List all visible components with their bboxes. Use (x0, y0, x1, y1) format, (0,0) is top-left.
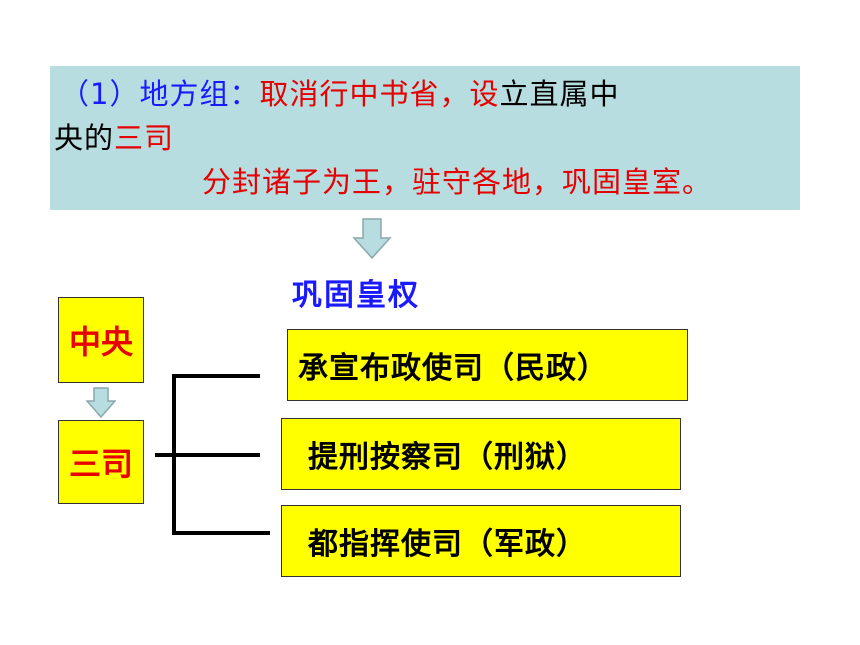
policy-line-2: 央的三司 (54, 116, 800, 160)
policy-red-text-2: 三司 (114, 121, 175, 155)
policy-black-text-1: 立直属中 (499, 77, 620, 111)
heading-consolidate-power: 巩固皇权 (292, 278, 420, 313)
office-box-justice: 提刑按察司（刑狱） (281, 418, 681, 490)
policy-line-3: 分封诸子为王，驻守各地，巩固皇室。 (202, 165, 713, 199)
policy-prefix: （1）地方组： (60, 77, 260, 111)
central-box: 中央 (58, 297, 144, 383)
policy-red-text-1: 取消行中书省，设 (259, 77, 500, 111)
office-box-military: 都指挥使司（军政） (281, 505, 681, 577)
policy-textbox: （1）地方组：取消行中书省，设立直属中 央的三司 分封诸子为王，驻守各地，巩固皇… (50, 66, 800, 210)
policy-line-1: （1）地方组：取消行中书省，设立直属中 (54, 72, 800, 116)
arrow-down-icon (86, 387, 116, 419)
office-box-civil: 承宣布政使司（民政） (287, 329, 688, 401)
arrow-down-icon (352, 218, 392, 260)
policy-black-text-2: 央的 (54, 121, 115, 155)
sansi-box: 三司 (58, 420, 144, 504)
